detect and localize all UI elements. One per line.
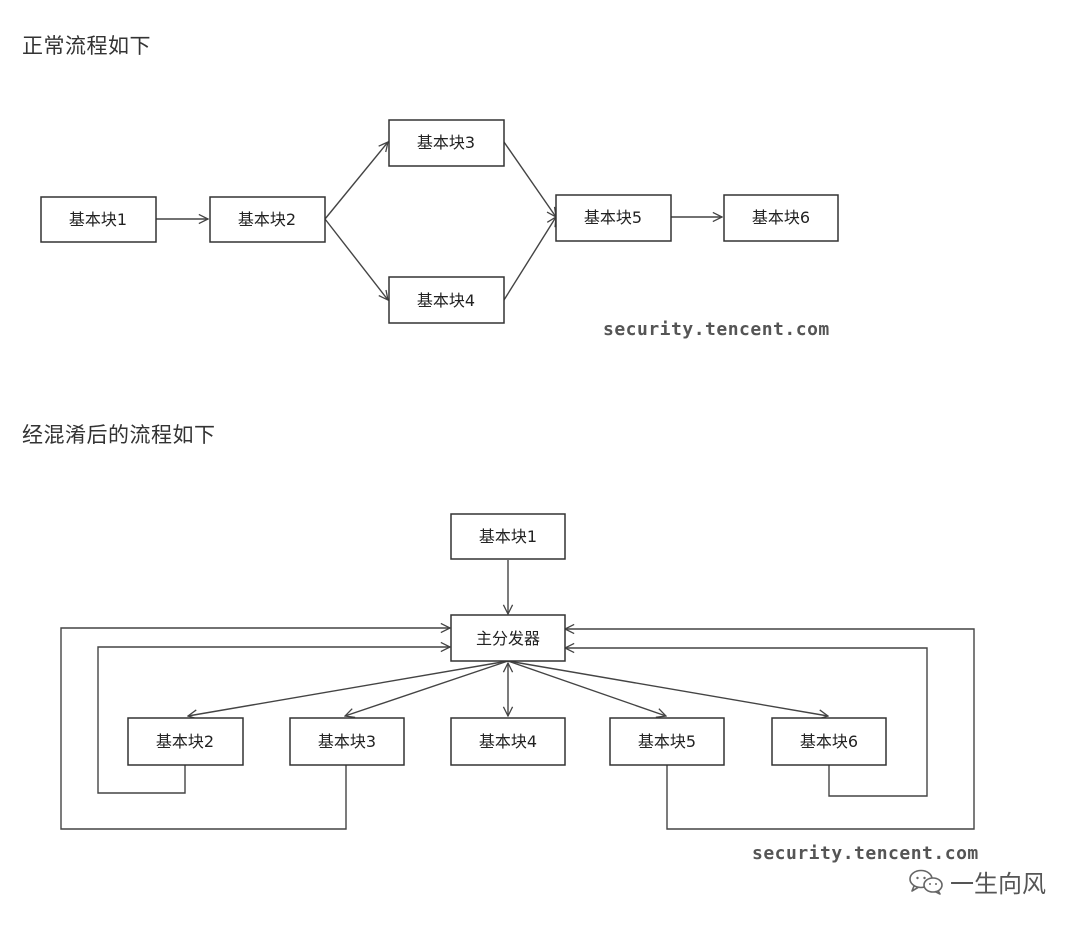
wechat-icon: [908, 869, 944, 895]
d1-node-block-6-label: 基本块6: [752, 208, 810, 227]
d2-node-dispatcher: 主分发器: [450, 614, 566, 662]
d1-node-block-3-label: 基本块3: [417, 133, 475, 152]
d1-node-block-3: 基本块3: [388, 119, 505, 167]
d2-node-block-6-label: 基本块6: [800, 732, 858, 751]
d2-node-block-3: 基本块3: [289, 717, 405, 766]
edge-2-to-3: [324, 142, 388, 220]
d1-node-block-2: 基本块2: [209, 196, 326, 243]
d2-node-block-1: 基本块1: [450, 513, 566, 560]
d1-node-block-2-label: 基本块2: [238, 210, 296, 229]
d1-node-block-4-label: 基本块4: [417, 291, 475, 310]
d2-node-block-5-label: 基本块5: [638, 732, 696, 751]
d1-node-block-1-label: 基本块1: [69, 210, 127, 229]
d2-watermark: security.tencent.com: [752, 843, 979, 864]
brand-signature: 一生向风: [908, 864, 1046, 899]
d2-node-block-4-label: 基本块4: [479, 732, 537, 751]
edge-dispatcher-to-block2: [188, 660, 509, 716]
d1-node-block-1: 基本块1: [40, 196, 157, 243]
d1-watermark: security.tencent.com: [603, 319, 830, 340]
loop-block3-to-dispatcher: [60, 628, 450, 830]
edge-4-to-5: [503, 217, 556, 301]
obfuscated-flow-heading: 经混淆后的流程如下: [22, 423, 216, 447]
d1-node-block-5: 基本块5: [555, 194, 672, 242]
d2-node-dispatcher-label: 主分发器: [476, 629, 540, 648]
edge-dispatcher-to-block3: [345, 660, 509, 716]
loop-block6-to-dispatcher: [565, 648, 928, 797]
edge-dispatcher-to-block5: [507, 660, 666, 716]
brand-name: 一生向风: [950, 870, 1046, 898]
loop-block5-to-dispatcher: [565, 629, 975, 830]
d1-node-block-5-label: 基本块5: [584, 208, 642, 227]
d2-node-block-2: 基本块2: [127, 717, 244, 766]
d1-node-block-6: 基本块6: [723, 194, 839, 242]
d2-node-block-3-label: 基本块3: [318, 732, 376, 751]
edge-3-to-5: [503, 141, 556, 217]
loop-block2-to-dispatcher: [97, 647, 450, 794]
d2-node-block-6: 基本块6: [771, 717, 887, 766]
d1-node-block-4: 基本块4: [388, 276, 505, 324]
d2-node-block-1-label: 基本块1: [479, 527, 537, 546]
d2-node-block-2-label: 基本块2: [156, 732, 214, 751]
edge-2-to-4: [324, 218, 388, 300]
d2-node-block-5: 基本块5: [609, 717, 725, 766]
normal-flow-heading: 正常流程如下: [22, 34, 151, 58]
edge-dispatcher-to-block6: [507, 660, 828, 716]
d2-node-block-4: 基本块4: [450, 717, 566, 766]
obfuscated-flow-diagram: 基本块1 主分发器 基本块2 基本块3 基本块4 基本块5 基本块6 secur…: [60, 513, 979, 864]
normal-flow-diagram: 基本块1 基本块2 基本块3 基本块4 基本块5 基本块6 security.t…: [40, 119, 839, 340]
